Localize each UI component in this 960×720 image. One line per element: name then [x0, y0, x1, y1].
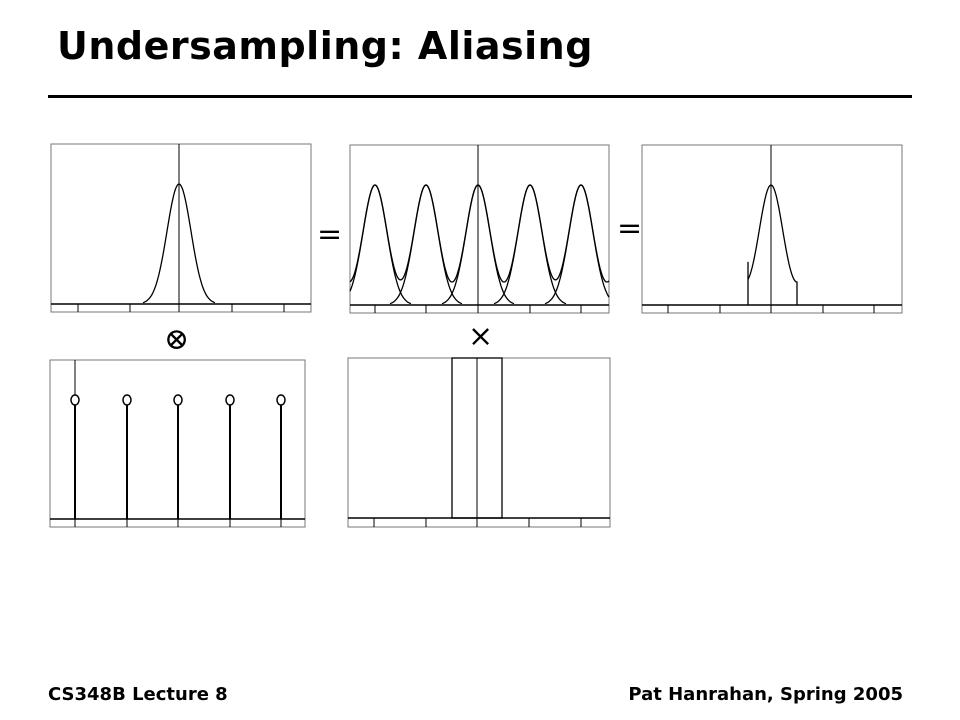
multiply-symbol: ×: [468, 319, 494, 354]
convolution-symbol: ⊗: [164, 322, 190, 357]
replicated-spectra-frame: [349, 144, 610, 314]
truncated-aliased-curve: [747, 184, 798, 305]
impulse-head: [122, 394, 132, 406]
footer-course: CS348B Lecture 8: [48, 684, 228, 705]
aliased-sum-curve: [349, 184, 610, 283]
footer-author: Pat Hanrahan, Spring 2005: [628, 684, 903, 705]
slide-title: Undersampling: Aliasing: [57, 24, 593, 68]
impulse-head: [276, 394, 286, 406]
impulse-head: [70, 394, 80, 406]
signal-spectrum-frame: [50, 143, 312, 313]
box-filter-frame: [347, 357, 611, 528]
title-divider: [48, 95, 912, 98]
impulse-head: [173, 394, 183, 406]
reconstructed-spectrum-frame: [641, 144, 903, 314]
equals-sign-1: =: [317, 217, 343, 252]
gaussian-curve: [142, 183, 216, 304]
equals-sign-2: =: [617, 211, 643, 246]
impulse-head: [225, 394, 235, 406]
